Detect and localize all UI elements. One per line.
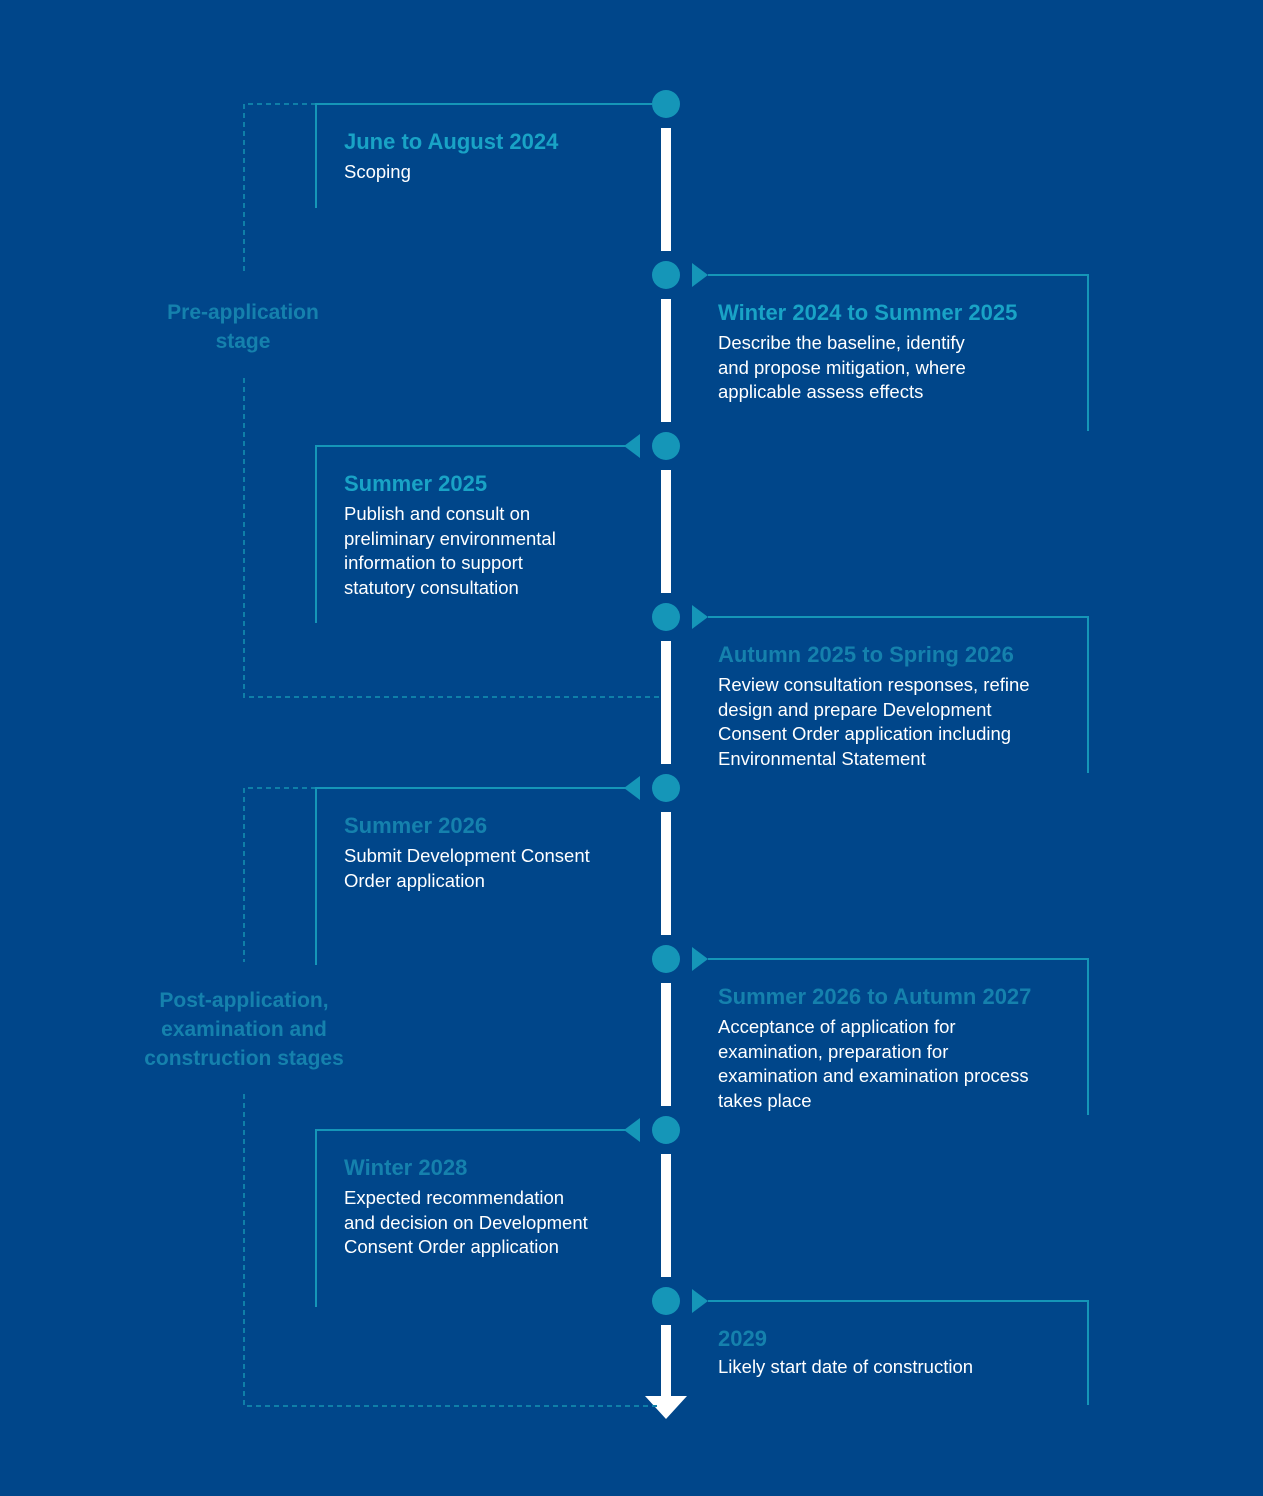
event-date: June to August 2024: [344, 129, 559, 154]
event-connector: [708, 274, 1089, 431]
stage-bracket-pre-top: [243, 103, 316, 275]
event-description: Acceptance of application for examinatio…: [718, 1016, 1029, 1111]
timeline-node: [652, 261, 680, 289]
event-date: Winter 2024 to Summer 2025: [718, 300, 1018, 325]
event-date: Summer 2026: [344, 813, 488, 838]
stage-bracket-post-top: [243, 787, 316, 962]
timeline-node: [652, 1287, 680, 1315]
event-connector: [315, 787, 626, 965]
event-pointer: [692, 1289, 708, 1313]
stage-bracket-pre-bottom: [243, 378, 660, 698]
event-description: Scoping: [344, 161, 411, 182]
event-connector: [315, 103, 652, 208]
timeline-node: [652, 1116, 680, 1144]
event-pointer: [692, 947, 708, 971]
event-pointer: [692, 263, 708, 287]
event-description: Publish and consult on preliminary envir…: [344, 503, 556, 598]
event-description: Likely start date of construction: [718, 1356, 974, 1377]
timeline-node: [652, 432, 680, 460]
event-date: 2029: [718, 1326, 767, 1351]
event-description: Review consultation responses, refine de…: [718, 674, 1030, 769]
event-connector: [708, 1300, 1089, 1405]
event-pointer: [624, 434, 640, 458]
event-connector: [315, 445, 626, 623]
event-pointer: [624, 776, 640, 800]
event-date: Summer 2025: [344, 471, 488, 496]
event-pointer: [692, 605, 708, 629]
stage-bracket-post-bottom: [243, 1094, 660, 1407]
event-description: Expected recommendation and decision on …: [344, 1187, 588, 1257]
timeline-node: [652, 603, 680, 631]
stage-label: Post-application, examination and constr…: [144, 989, 344, 1070]
event-date: Autumn 2025 to Spring 2026: [718, 642, 1014, 667]
spine-arrow-head: [645, 1396, 687, 1419]
event-pointer: [624, 1118, 640, 1142]
event-connector: [708, 616, 1089, 773]
event-description: Submit Development Consent Order applica…: [344, 845, 590, 891]
event-connector: [315, 1129, 626, 1307]
timeline-node: [652, 945, 680, 973]
timeline-node: [652, 774, 680, 802]
event-date: Summer 2026 to Autumn 2027: [718, 984, 1032, 1009]
event-description: Describe the baseline, identify and prop…: [718, 332, 966, 402]
event-date: Winter 2028: [344, 1155, 468, 1180]
event-connector: [708, 958, 1089, 1115]
stage-label: Pre-application stage: [167, 301, 319, 353]
timeline-node: [652, 90, 680, 118]
